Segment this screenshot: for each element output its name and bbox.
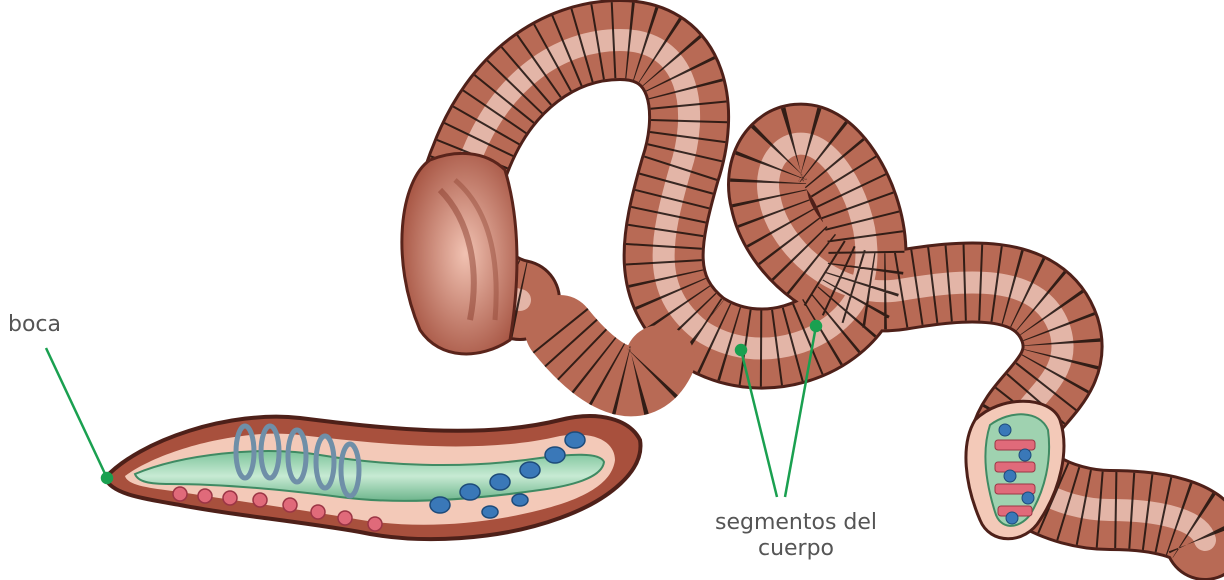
segment-leader-dot-2: [811, 321, 821, 331]
body-segments-label-line1: segmentos del: [696, 510, 896, 536]
mouth-label: boca: [8, 312, 61, 338]
mouth-leader-line: [46, 348, 107, 478]
segment-leader-dot-1: [736, 345, 746, 355]
clitellum: [402, 153, 517, 354]
dissected-anterior-section: [105, 416, 640, 539]
mouth-leader-dot: [102, 473, 112, 483]
body-segments-label-line2: cuerpo: [696, 536, 896, 562]
body-segments-label: segmentos del cuerpo: [696, 510, 896, 562]
